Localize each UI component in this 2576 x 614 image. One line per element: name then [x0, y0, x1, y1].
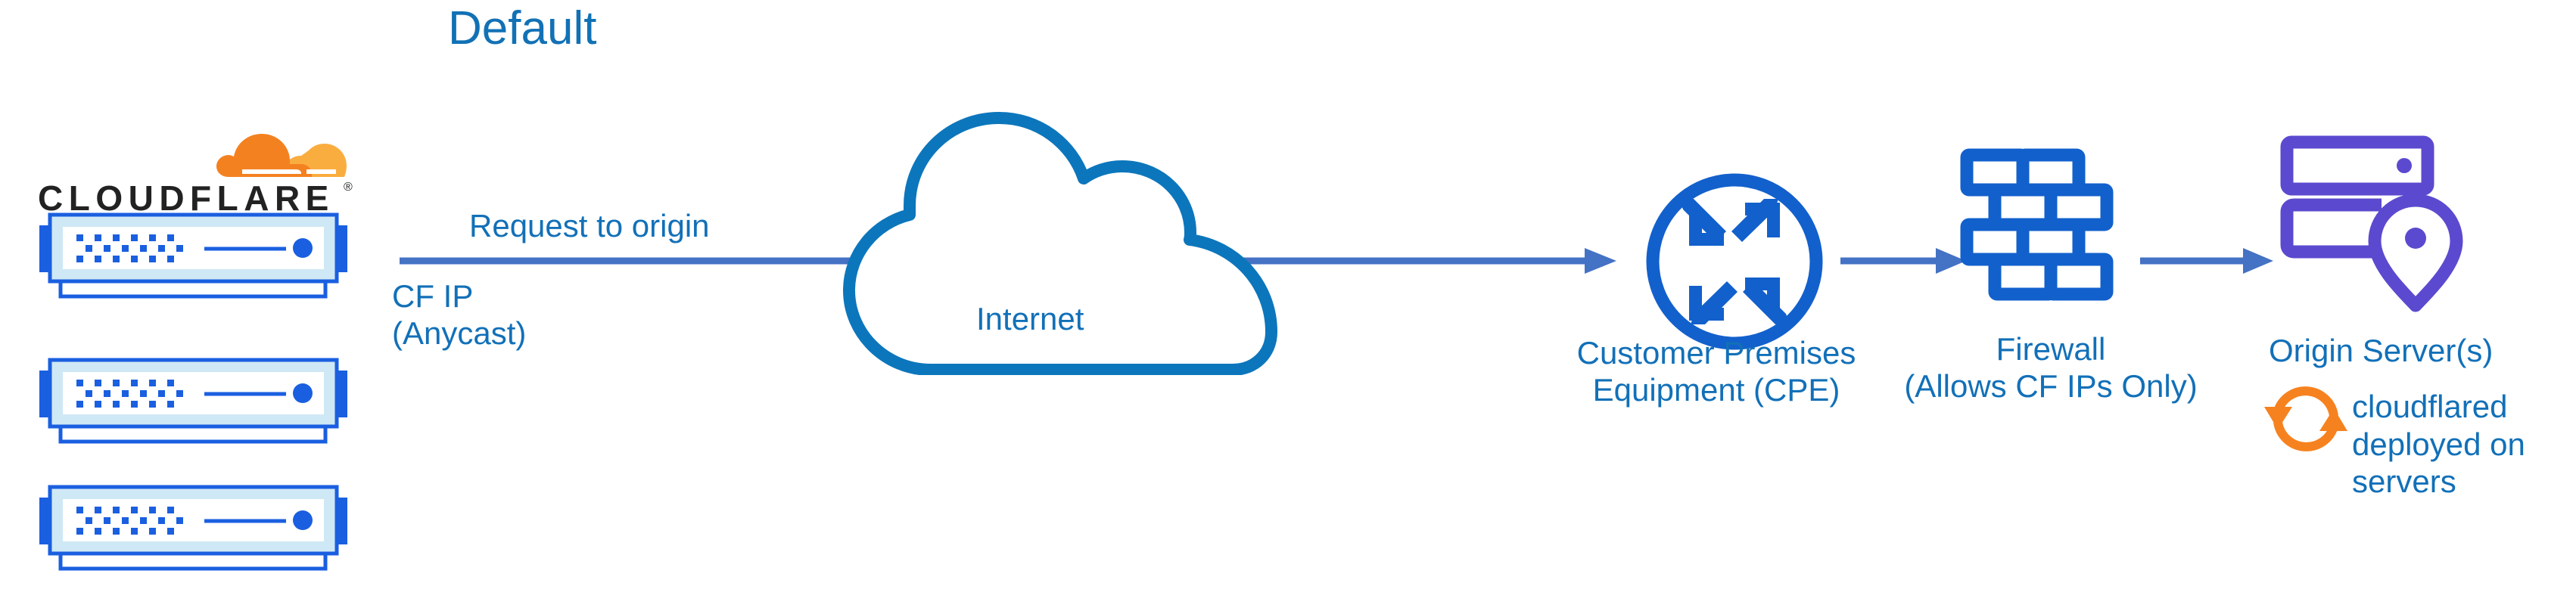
- svg-text:CLOUDFLARE: CLOUDFLARE: [38, 178, 334, 212]
- server-rack-icon-3: [36, 484, 350, 575]
- cpe-label: Customer Premises Equipment (CPE): [1576, 335, 1856, 408]
- cloudflare-logo: CLOUDFLARE ®: [38, 104, 356, 212]
- brick-wall-icon: [1960, 148, 2130, 319]
- arrow-cpe-to-firewall: [1840, 243, 1968, 278]
- server-location-pin-icon: [2279, 135, 2478, 315]
- internet-label: Internet: [976, 301, 1084, 336]
- cloud-icon: [831, 112, 1300, 376]
- arrow-firewall-to-origin: [2140, 243, 2275, 278]
- router-icon: [1641, 168, 1828, 355]
- origin-server-label: Origin Server(s): [2269, 333, 2494, 368]
- cf-ip-anycast-label: CF IP (Anycast): [392, 278, 527, 351]
- cloudflare-cloud-icon: [216, 134, 347, 177]
- firewall-label: Firewall (Allows CF IPs Only): [1904, 331, 2198, 404]
- page-title: Default: [448, 2, 597, 54]
- request-to-origin-label: Request to origin: [469, 208, 710, 243]
- cloudflared-label: cloudflared deployed on servers: [2352, 389, 2525, 500]
- server-rack-icon-2: [36, 357, 350, 448]
- server-rack-icon-1: [36, 212, 350, 302]
- cloudflare-wordmark: CLOUDFLARE ®: [38, 178, 353, 212]
- sync-refresh-icon: [2261, 377, 2350, 461]
- svg-text:®: ®: [344, 181, 353, 194]
